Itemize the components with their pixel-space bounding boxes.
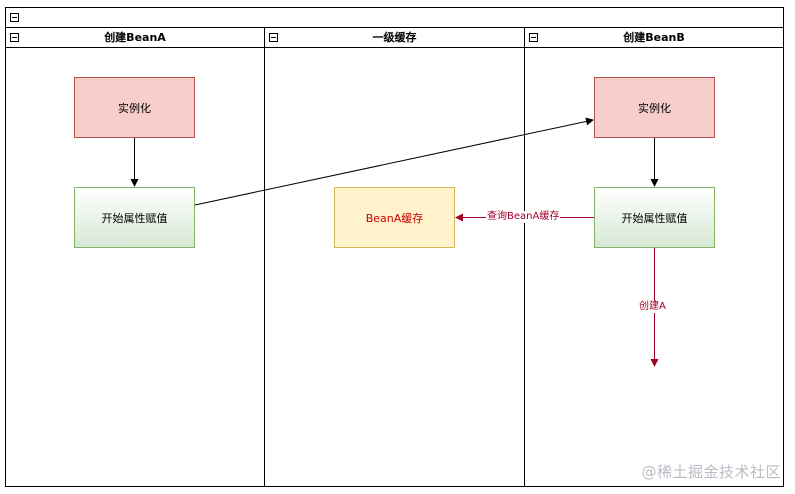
watermark-text: @稀土掘金技术社区 [641,463,781,481]
lane-title: 一级缓存 [372,31,417,44]
bean-b-populate-node[interactable]: 开始属性赋值 [594,187,715,248]
pool-header [6,8,783,28]
bean-a-instantiate-node[interactable]: 实例化 [74,77,195,138]
lane-level1-cache: 一级缓存 [265,28,525,487]
pool-collapse-icon[interactable] [10,13,19,22]
bean-a-populate-node[interactable]: 开始属性赋值 [74,187,195,248]
edge-label-create-a: 创建A [638,301,667,313]
lane-create-bean-a: 创建BeanA [6,28,265,487]
lane-collapse-icon[interactable] [529,33,538,42]
lane-title: 创建BeanB [623,31,685,44]
edge-label-query-cache: 查询BeanA缓存 [486,211,561,223]
lane-collapse-icon[interactable] [269,33,278,42]
bean-b-instantiate-node[interactable]: 实例化 [594,77,715,138]
lane-collapse-icon[interactable] [10,33,19,42]
bean-a-cache-node[interactable]: BeanA缓存 [334,187,455,248]
lane-header: 创建BeanB [525,28,783,48]
lane-create-bean-b: 创建BeanB [525,28,783,487]
lane-header: 创建BeanA [6,28,264,48]
lane-header: 一级缓存 [265,28,524,48]
lane-title: 创建BeanA [104,31,166,44]
